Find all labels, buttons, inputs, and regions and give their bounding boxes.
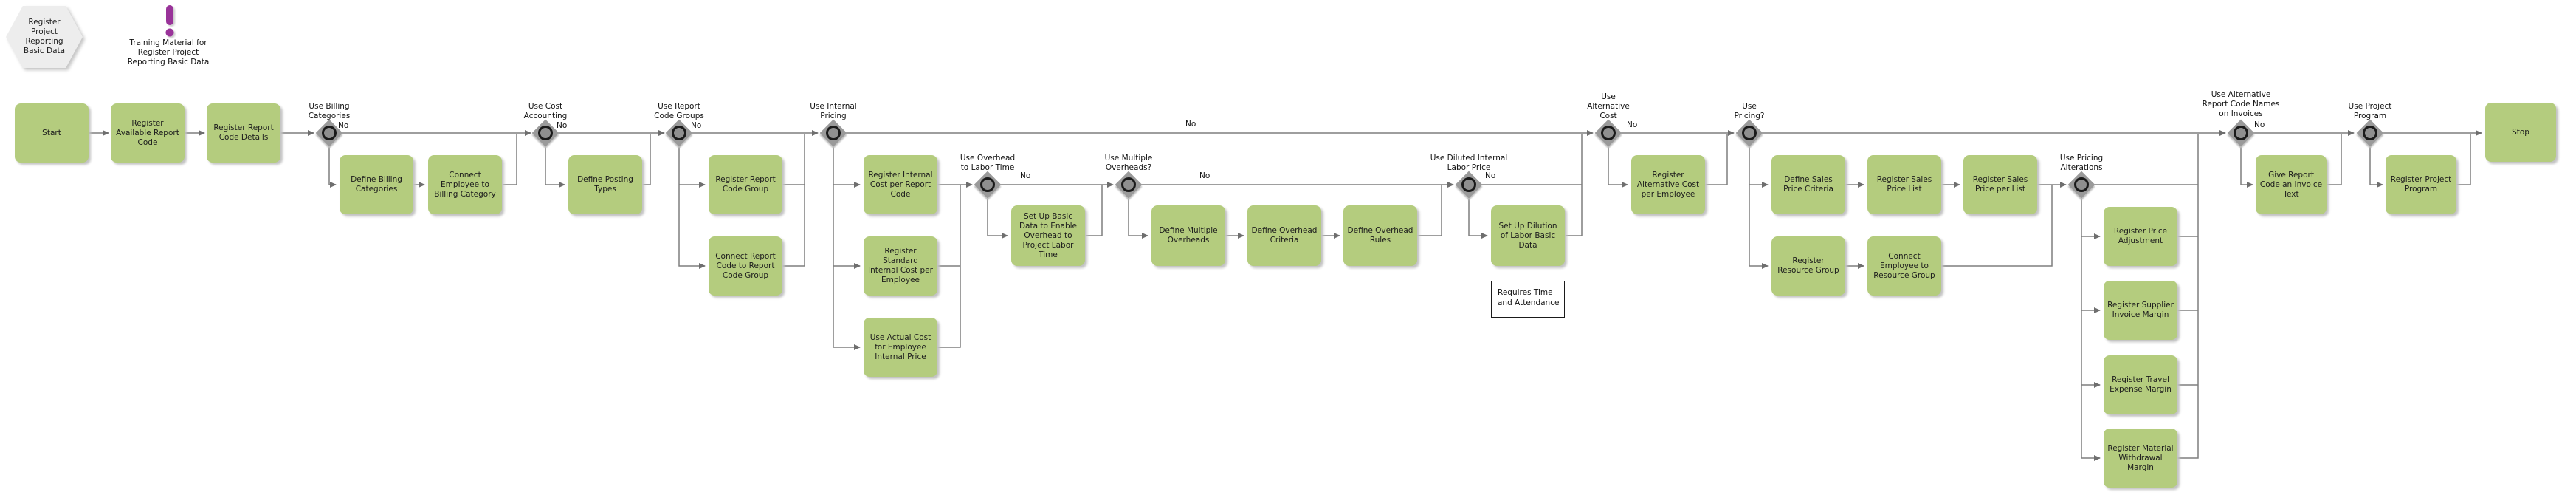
activity-define-overhead-criteria[interactable]: Define Overhead Criteria	[1247, 205, 1321, 266]
activity-register-price-adjustment[interactable]: Register Price Adjustment	[2104, 207, 2177, 266]
no-label-use-alternative-cost: No	[1627, 120, 1638, 129]
training-material-icon[interactable]	[159, 4, 182, 40]
gateway-label-use-overhead-to-labor-time: Use Overhead to Labor Time	[960, 154, 1016, 172]
decision-circle-icon	[1461, 177, 1476, 192]
decision-circle-icon	[1601, 126, 1616, 140]
activity-give-report-code-an-invoice-text[interactable]: Give Report Code an Invoice Text	[2256, 155, 2327, 214]
activity-register-alternative-cost-per-employee[interactable]: Register Alternative Cost per Employee	[1631, 155, 1705, 214]
activity-connect-employee-to-billing-category[interactable]: Connect Employee to Billing Category	[428, 155, 502, 214]
training-material-label[interactable]: Training Material for Register Project R…	[127, 38, 210, 66]
activity-register-supplier-invoice-margin[interactable]: Register Supplier Invoice Margin	[2104, 281, 2177, 340]
activity-register-available-report-code[interactable]: Register Available Report Code	[111, 103, 185, 163]
no-label-use-report-code-groups: No	[691, 121, 702, 130]
activity-register-project-program[interactable]: Register Project Program	[2386, 155, 2456, 214]
note-requires-time-and-attendance: Requires Time and Attendance	[1491, 281, 1565, 318]
gateway-label-use-project-program: Use Project Program	[2348, 102, 2392, 120]
decision-circle-icon	[1742, 126, 1757, 140]
no-label-use-overhead-to-labor-time: No	[1020, 171, 1031, 180]
activity-define-posting-types[interactable]: Define Posting Types	[568, 155, 642, 214]
decision-circle-icon	[980, 177, 995, 192]
gateway-use-alternative-cost	[1592, 117, 1625, 149]
activity-set-up-dilution-of-labor-basic-data[interactable]: Set Up Dilution of Labor Basic Data	[1491, 205, 1565, 266]
no-label-use-diluted-internal-labor-price: No	[1485, 171, 1496, 180]
gateway-label-use-cost-accounting: Use Cost Accounting	[523, 102, 568, 120]
activity-define-sales-price-criteria[interactable]: Define Sales Price Criteria	[1771, 155, 1845, 214]
activity-register-travel-expense-margin[interactable]: Register Travel Expense Margin	[2104, 355, 2177, 414]
no-label-use-multiple-overheads: No	[1199, 171, 1210, 180]
activity-use-actual-cost-for-employee-internal-price[interactable]: Use Actual Cost for Employee Internal Pr…	[864, 318, 937, 377]
decision-circle-icon	[2074, 177, 2089, 192]
gateway-use-overhead-to-labor-time	[971, 168, 1004, 201]
activity-register-sales-price-list[interactable]: Register Sales Price List	[1867, 155, 1941, 214]
activity-start[interactable]: Start	[15, 103, 89, 163]
decision-circle-icon	[1121, 177, 1136, 192]
gateway-use-multiple-overheads	[1112, 168, 1145, 201]
gateway-use-pricing-alterations	[2065, 168, 2098, 201]
decision-circle-icon	[2234, 126, 2248, 140]
activity-connect-employee-to-resource-group[interactable]: Connect Employee to Resource Group	[1867, 236, 1941, 296]
gateway-use-cost-accounting	[529, 117, 562, 149]
gateway-label-use-report-code-groups: Use Report Code Groups	[654, 102, 704, 120]
gateway-label-use-billing-categories: Use Billing Categories	[308, 102, 351, 120]
activity-register-resource-group[interactable]: Register Resource Group	[1771, 236, 1845, 296]
activity-define-overhead-rules[interactable]: Define Overhead Rules	[1343, 205, 1417, 266]
activity-define-billing-categories[interactable]: Define Billing Categories	[340, 155, 413, 214]
gateway-label-use-pricing: Use Pricing?	[1734, 102, 1765, 120]
activity-register-report-code-group[interactable]: Register Report Code Group	[709, 155, 782, 214]
hexagon-shape: Register Project Reporting Basic Data	[6, 6, 83, 68]
process-hexagon[interactable]: Register Project Reporting Basic Data	[6, 6, 83, 68]
gateway-label-use-diluted-internal-labor-price: Use Diluted Internal Labor Price	[1430, 154, 1508, 172]
gateway-label-use-multiple-overheads: Use Multiple Overheads?	[1104, 154, 1153, 172]
no-label-use-cost-accounting: No	[557, 121, 568, 130]
hexagon-label: Register Project Reporting Basic Data	[23, 18, 66, 55]
decision-circle-icon	[2363, 126, 2377, 140]
gateway-use-diluted-internal-labor-price	[1453, 168, 1485, 201]
gateway-use-project-program	[2354, 117, 2386, 149]
gateway-use-report-code-groups	[663, 117, 695, 149]
decision-circle-icon	[672, 126, 686, 140]
decision-circle-icon	[826, 126, 841, 140]
activity-set-up-basic-data-overhead[interactable]: Set Up Basic Data to Enable Overhead to …	[1011, 205, 1085, 266]
gateway-use-billing-categories	[313, 117, 345, 149]
no-label-use-alternative-report-code-names: No	[2254, 120, 2265, 129]
decision-circle-icon	[538, 126, 553, 140]
activity-register-internal-cost-per-report-code[interactable]: Register Internal Cost per Report Code	[864, 155, 937, 214]
gateway-label-use-alternative-cost: Use Alternative Cost	[1587, 92, 1630, 120]
decision-circle-icon	[322, 126, 337, 140]
gateway-label-use-internal-pricing: Use Internal Pricing	[810, 102, 857, 120]
gateway-label-use-alternative-report-code-names: Use Alternative Report Code Names on Inv…	[2202, 90, 2280, 118]
activity-stop[interactable]: Stop	[2485, 103, 2556, 162]
activity-register-report-code-details[interactable]: Register Report Code Details	[207, 103, 280, 163]
activity-connect-report-code-to-report-code-group[interactable]: Connect Report Code to Report Code Group	[709, 236, 782, 296]
gateway-use-internal-pricing	[817, 117, 850, 149]
no-label-use-billing-categories: No	[338, 121, 349, 130]
activity-register-standard-internal-cost-per-employee[interactable]: Register Standard Internal Cost per Empl…	[864, 236, 937, 296]
activity-register-material-withdrawal-margin[interactable]: Register Material Withdrawal Margin	[2104, 429, 2177, 488]
activity-register-sales-price-per-list[interactable]: Register Sales Price per List	[1963, 155, 2037, 214]
activity-define-multiple-overheads[interactable]: Define Multiple Overheads	[1151, 205, 1225, 266]
gateway-use-alternative-report-code-names	[2225, 117, 2257, 149]
gateway-label-use-pricing-alterations: Use Pricing Alterations	[2059, 154, 2104, 172]
gateway-use-pricing	[1733, 117, 1766, 149]
no-label-use-internal-pricing: No	[1185, 120, 1196, 129]
